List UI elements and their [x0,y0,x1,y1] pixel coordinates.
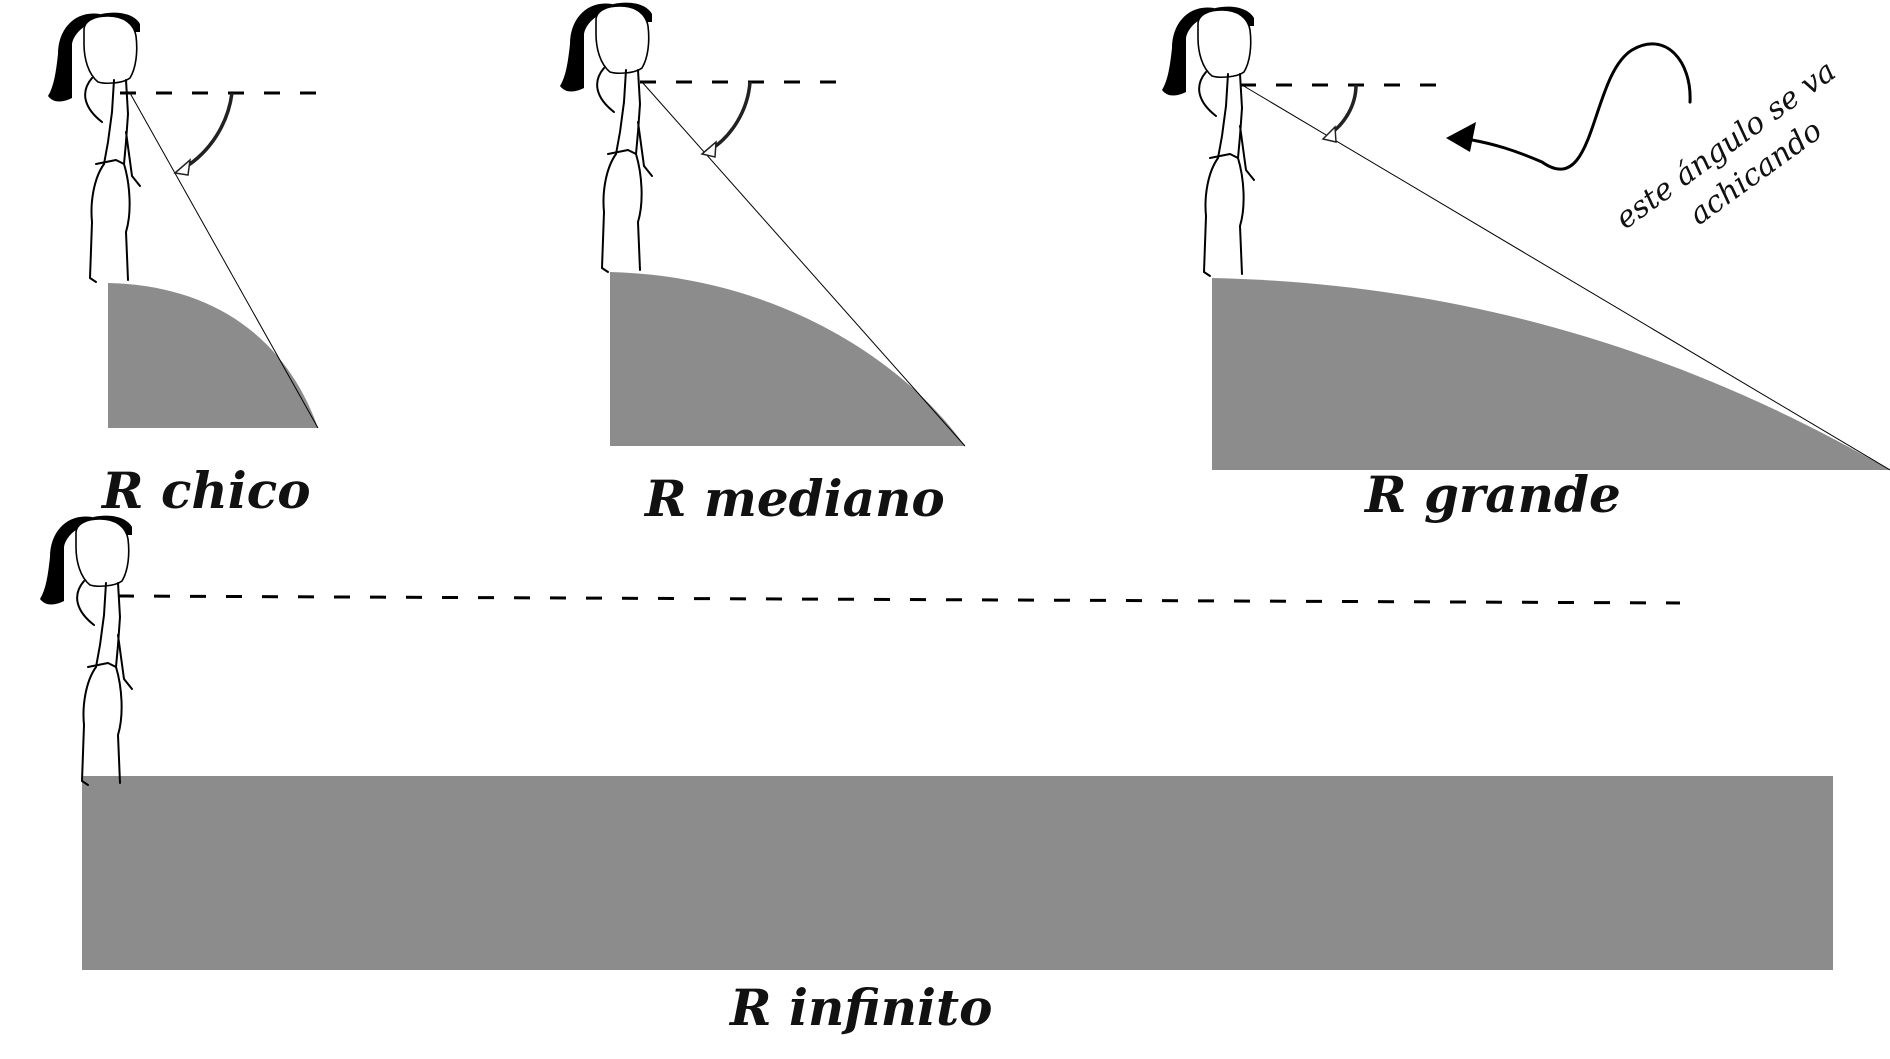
angle-arc-medium [709,81,752,152]
curved-arrow-head [1446,122,1476,152]
line-of-sight-medium [641,81,966,447]
label-infinite: R infinito [728,978,992,1037]
line-of-sight-large [1241,84,1890,471]
angle-arc-small [183,92,234,170]
angle-arc-large [1328,84,1358,136]
arrowhead-medium [700,140,717,158]
curved-arrow-icon [1470,42,1692,171]
panel-infinite: R infinito [39,514,1833,1037]
panel-medium: R mediano [559,1,966,528]
arrowhead-small [173,158,192,176]
label-small: R chico [100,461,311,520]
ground-infinite [82,776,1833,970]
person-icon [39,514,133,786]
ground-small [108,283,318,428]
panel-small: R chico [47,11,319,520]
person-icon [559,1,653,273]
person-icon [47,11,141,283]
label-large: R grande [1363,465,1621,524]
label-medium: R mediano [643,469,945,528]
ground-large [1212,278,1890,470]
annotation-text: este ángulo se va achicando [1609,54,1842,237]
line-of-sight-small [129,92,319,429]
ground-medium [610,272,965,446]
person-icon [1161,5,1255,277]
panel-large: R grande este ángulo se va achicando [1161,5,1890,524]
horizontal-dash-infinite [117,594,1681,605]
arrowhead-large [1321,125,1337,143]
